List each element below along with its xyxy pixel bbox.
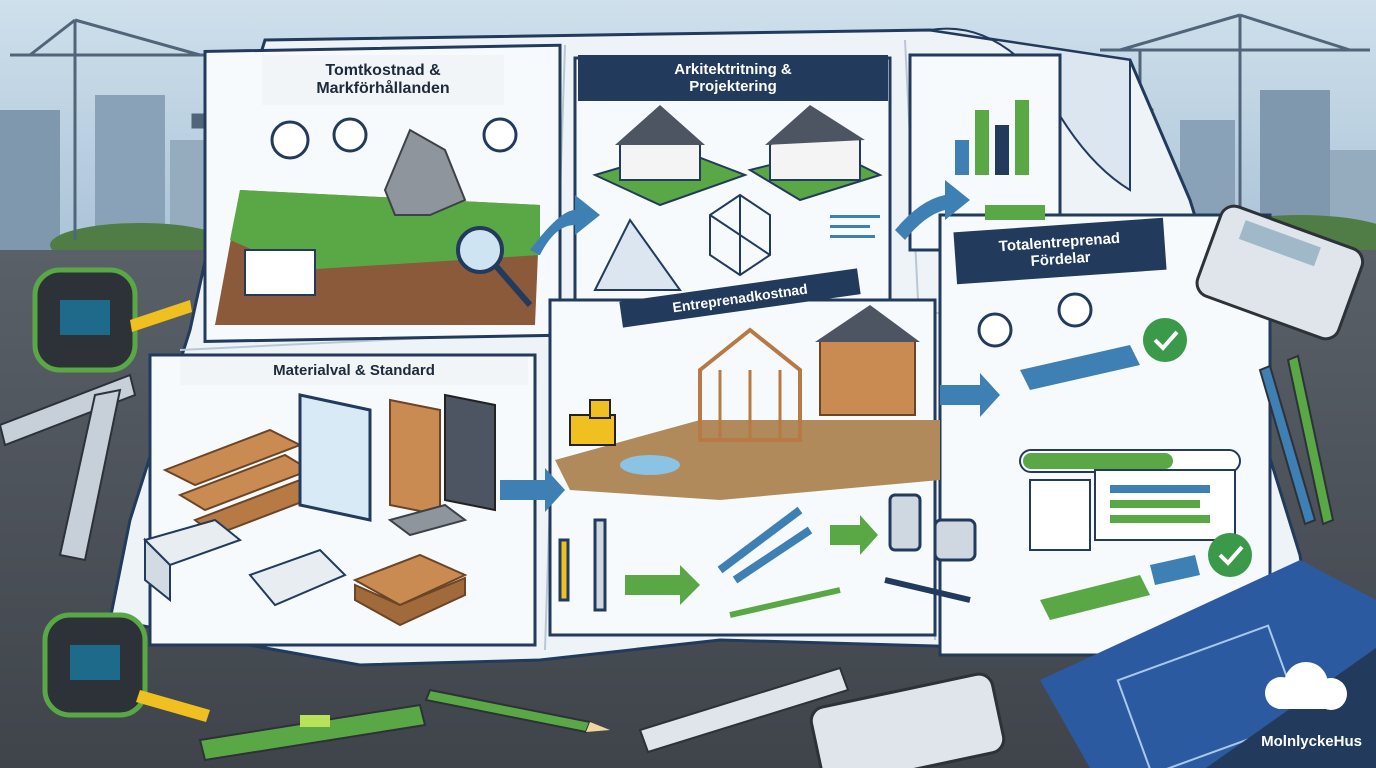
calculator-icon bbox=[809, 672, 1006, 768]
glass-panel-icon bbox=[298, 393, 372, 522]
pens-icon bbox=[1258, 354, 1335, 526]
site-terrain-illustration bbox=[215, 117, 540, 325]
lumber-stack-icon bbox=[162, 428, 323, 537]
houses-3d-models bbox=[592, 105, 883, 291]
sink-icon bbox=[143, 518, 347, 607]
brand-logo: MolnlyckeHus bbox=[1206, 618, 1376, 768]
panel-title-site: Tomtkostnad & Markförhållanden bbox=[262, 55, 504, 105]
flow-arrows bbox=[500, 180, 1000, 605]
flooring-planks-icon bbox=[352, 503, 468, 627]
panel-title-materials: Materialval & Standard bbox=[180, 357, 528, 385]
panel-title-design: Arkitektritning & Projektering bbox=[578, 55, 888, 101]
wall-panel-icon bbox=[389, 393, 496, 517]
brand-cloud-icon bbox=[1206, 648, 1376, 768]
brand-name: MolnlyckeHus bbox=[1261, 733, 1362, 750]
ruler-icon bbox=[638, 666, 850, 754]
tools-and-pipes-icons bbox=[558, 493, 977, 618]
square-ruler-icon bbox=[0, 373, 137, 562]
construction-site-illustration bbox=[555, 305, 940, 500]
level-tool-icon bbox=[198, 703, 427, 762]
calculator-icon-2 bbox=[1195, 204, 1365, 341]
tape-measure-icon bbox=[32, 267, 192, 373]
process-flow-icons bbox=[977, 292, 1252, 620]
bar-chart-icon bbox=[955, 100, 1045, 220]
tape-measure-icon-2 bbox=[42, 612, 210, 722]
pencil-icon bbox=[424, 688, 610, 734]
